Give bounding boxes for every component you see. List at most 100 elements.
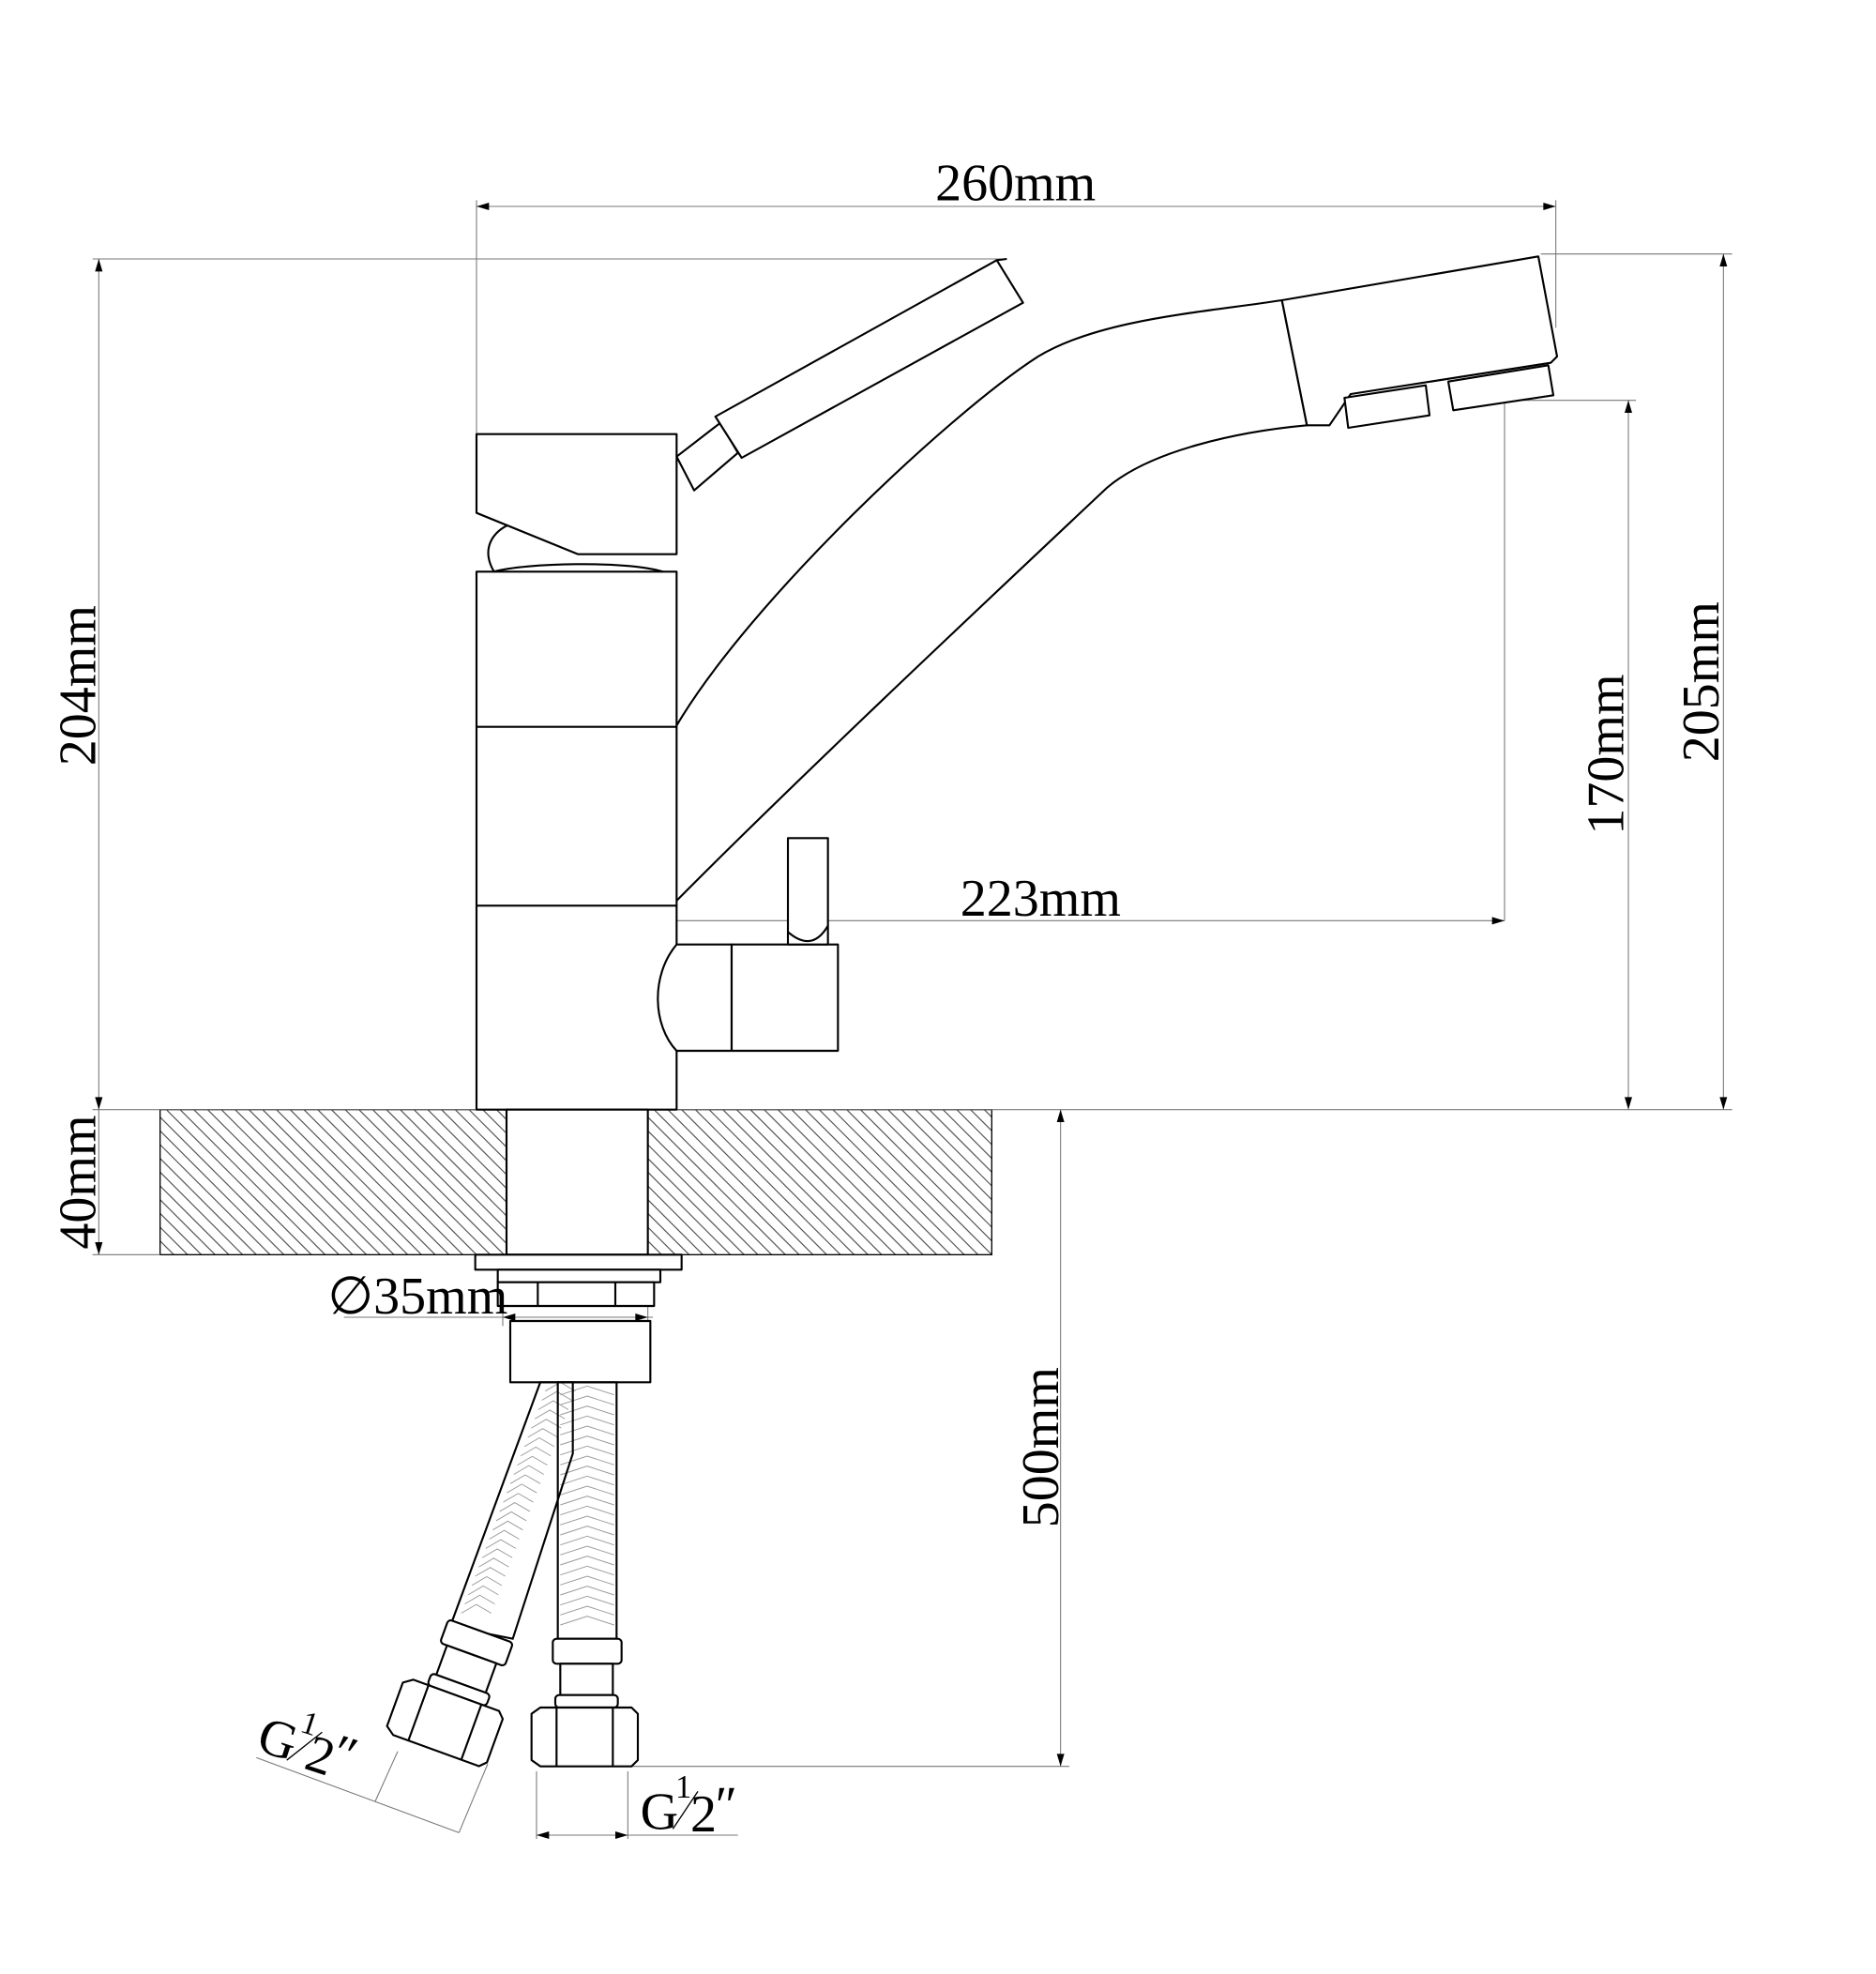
hatch-line bbox=[165, 1109, 312, 1255]
hatch-line bbox=[942, 1109, 992, 1160]
svg-text:G: G bbox=[641, 1783, 678, 1841]
hatch-line bbox=[791, 1109, 938, 1255]
hatch-line bbox=[344, 1109, 492, 1255]
braid-mark bbox=[471, 1575, 503, 1587]
hose-left bbox=[448, 1381, 574, 1640]
hatch-line bbox=[413, 1109, 507, 1203]
braid-mark bbox=[492, 1520, 523, 1531]
braid-mark bbox=[478, 1557, 509, 1568]
braid-mark bbox=[560, 1526, 614, 1536]
svg-text:″: ″ bbox=[716, 1777, 737, 1835]
braid-mark bbox=[517, 1455, 548, 1466]
braid-mark bbox=[560, 1575, 614, 1586]
braid-mark bbox=[560, 1616, 614, 1626]
hatch-line bbox=[983, 1109, 992, 1118]
label-overall-length: 260mm bbox=[935, 154, 1096, 212]
hatch-line bbox=[970, 1109, 992, 1131]
hatch-line bbox=[330, 1109, 477, 1255]
hatch-line bbox=[358, 1109, 505, 1255]
braid-mark bbox=[475, 1567, 506, 1577]
braid-mark bbox=[503, 1493, 534, 1503]
hatch-line bbox=[887, 1109, 992, 1214]
hatch-line bbox=[956, 1109, 992, 1146]
label-countertop-thickness: 40mm bbox=[49, 1115, 107, 1249]
hatch-line bbox=[220, 1109, 368, 1255]
braid-mark bbox=[509, 1474, 541, 1484]
hatch-line bbox=[846, 1109, 992, 1255]
hatch-line bbox=[647, 1144, 759, 1255]
hatch-line bbox=[832, 1109, 979, 1255]
braid-mark bbox=[464, 1594, 495, 1605]
braid-mark bbox=[560, 1515, 614, 1526]
label-spout-top-height: 205mm bbox=[1672, 601, 1731, 762]
braid-mark bbox=[560, 1395, 614, 1405]
thread-label-left: G 1 2 ″ bbox=[250, 1705, 364, 1788]
mount-shank bbox=[505, 1108, 649, 1256]
faucet-body bbox=[474, 255, 1559, 1384]
hatch-line bbox=[234, 1109, 381, 1255]
hatch-line bbox=[647, 1212, 690, 1255]
hatch-line bbox=[179, 1109, 326, 1255]
hose-nut-right bbox=[530, 1706, 640, 1768]
braid-mark bbox=[560, 1475, 614, 1486]
hatch-line bbox=[159, 1199, 216, 1255]
hatch-line bbox=[289, 1109, 436, 1255]
braid-mark bbox=[560, 1586, 614, 1596]
hatch-line bbox=[647, 1171, 732, 1255]
braid-mark bbox=[560, 1455, 614, 1465]
braid-mark bbox=[560, 1535, 614, 1546]
hatch-line bbox=[764, 1109, 910, 1255]
braid-mark bbox=[520, 1446, 552, 1457]
hatch-line bbox=[262, 1109, 409, 1255]
braid-mark bbox=[560, 1496, 614, 1506]
braid-mark bbox=[489, 1529, 520, 1540]
braid-mark bbox=[560, 1405, 614, 1416]
hatch-line bbox=[159, 1158, 257, 1255]
hatch-line bbox=[647, 1185, 718, 1255]
hatch-line bbox=[694, 1109, 841, 1255]
braid-mark bbox=[527, 1428, 558, 1438]
braid-mark bbox=[499, 1502, 531, 1512]
braid-mark bbox=[560, 1595, 614, 1606]
mount-nut bbox=[496, 1281, 656, 1308]
braid-mark bbox=[560, 1485, 614, 1496]
aerator-right bbox=[1446, 364, 1555, 412]
hatch-line bbox=[647, 1240, 662, 1255]
hatch-line bbox=[647, 1130, 773, 1255]
hatch-line bbox=[818, 1109, 965, 1255]
hatch-line bbox=[317, 1109, 463, 1255]
hatch-line bbox=[805, 1109, 951, 1255]
hatch-line bbox=[722, 1109, 869, 1255]
dimension-labels: 260mm 204mm 205mm 170mm 223mm 40mm ∅35mm… bbox=[49, 154, 1731, 1844]
hatch-line bbox=[681, 1109, 827, 1255]
hatch-line bbox=[400, 1109, 507, 1217]
hatch-line bbox=[667, 1109, 814, 1255]
lever-handle bbox=[714, 259, 1024, 460]
braid-mark bbox=[531, 1419, 562, 1429]
svg-text:2: 2 bbox=[690, 1785, 717, 1844]
aerator-left bbox=[1343, 384, 1431, 430]
hatch-line bbox=[303, 1109, 450, 1255]
label-total-height: 204mm bbox=[49, 605, 107, 766]
label-spout-outlet-height: 170mm bbox=[1578, 674, 1636, 834]
svg-text:G: G bbox=[250, 1706, 305, 1772]
hatch-line bbox=[206, 1109, 354, 1255]
braid-mark bbox=[560, 1385, 614, 1396]
hatch-line bbox=[159, 1212, 203, 1255]
braid-mark bbox=[560, 1605, 614, 1616]
hatch-line bbox=[454, 1109, 507, 1162]
hatch-line bbox=[749, 1109, 897, 1255]
hatch-line bbox=[482, 1109, 507, 1134]
hatch-line bbox=[386, 1109, 507, 1231]
hatch-line bbox=[873, 1109, 992, 1228]
braid-mark bbox=[545, 1381, 576, 1392]
lower-body bbox=[508, 1319, 652, 1384]
hatch-line bbox=[735, 1109, 883, 1255]
braid-mark bbox=[481, 1548, 513, 1558]
braid-mark bbox=[507, 1483, 537, 1494]
countertop-section bbox=[159, 1109, 992, 1255]
braid-mark bbox=[560, 1445, 614, 1456]
spout-head bbox=[1280, 255, 1559, 427]
hatch-line bbox=[708, 1109, 855, 1255]
